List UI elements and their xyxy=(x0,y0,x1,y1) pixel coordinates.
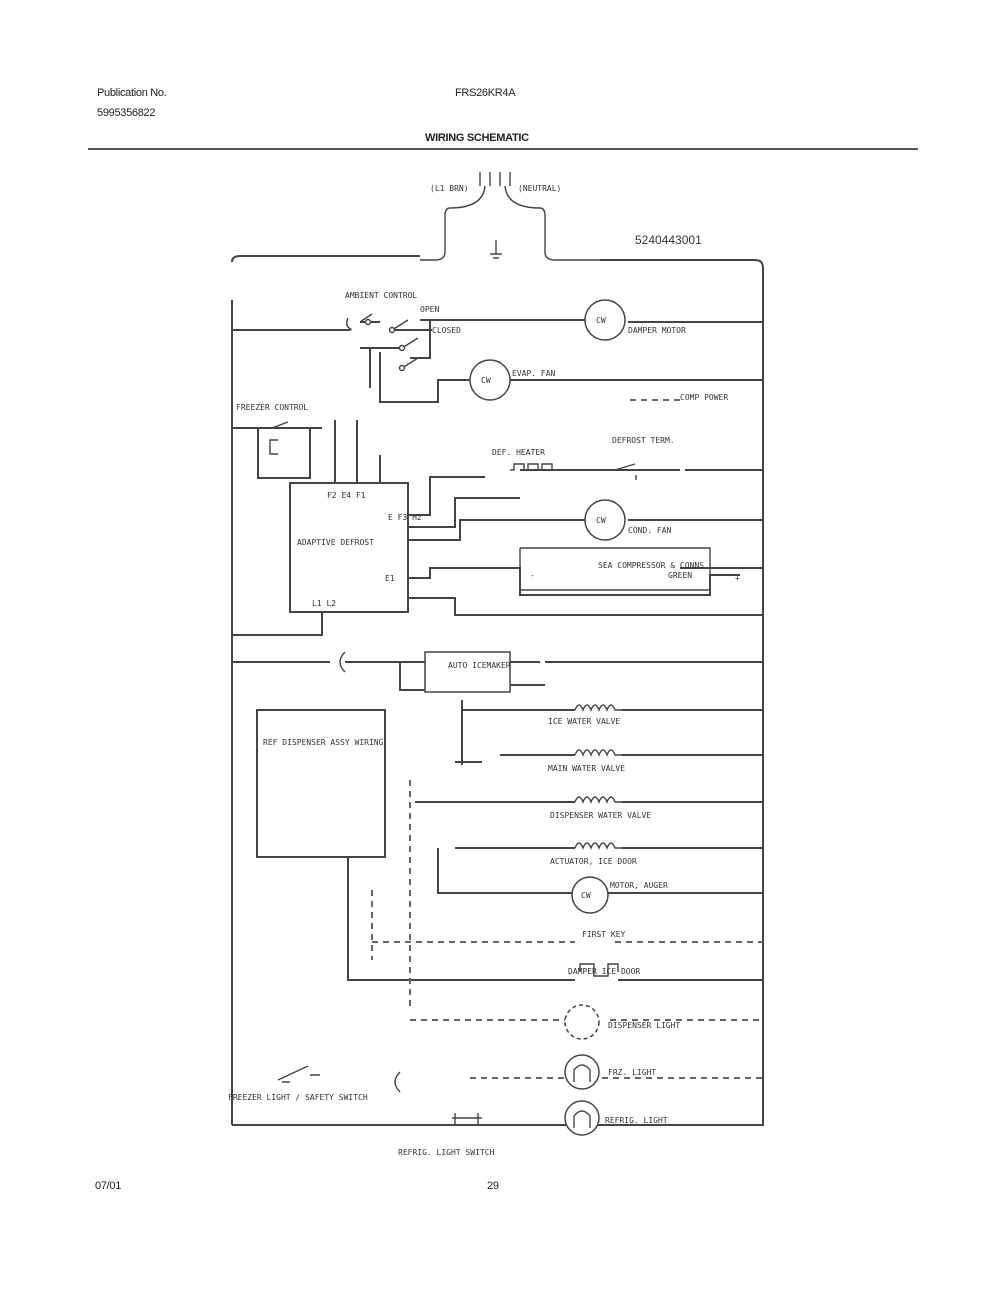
freezer-switch-icon xyxy=(277,1065,320,1083)
lights xyxy=(564,1004,600,1136)
evap-fan-label: EVAP. FAN xyxy=(512,369,556,378)
footer-date: 07/01 xyxy=(95,1180,122,1192)
icemaker-connector-icon xyxy=(339,651,346,673)
cond-fan-label: COND. FAN xyxy=(628,526,672,535)
neutral-label: (NEUTRAL) xyxy=(518,184,561,193)
motor-auger-label: MOTOR, AUGER xyxy=(610,881,668,890)
first-key-label: FIRST KEY xyxy=(582,930,626,939)
closed-label: CLOSED xyxy=(432,326,461,335)
power-plug xyxy=(420,172,600,261)
actuator-ice-door-label: ACTUATOR, ICE DOOR xyxy=(550,857,637,866)
defrost-pins-bottom: L1 L2 xyxy=(312,599,336,608)
evap-fan-icon xyxy=(469,359,511,401)
ice-water-valve-label: ICE WATER VALVE xyxy=(548,717,620,726)
def-heater-icon xyxy=(510,463,558,471)
compressor-minus: - xyxy=(530,571,535,580)
adaptive-defrost-label: ADAPTIVE DEFROST xyxy=(297,538,374,547)
ambient-control-label: AMBIENT CONTROL xyxy=(345,291,417,300)
main-wiring xyxy=(231,255,764,1126)
publication-label: Publication No. xyxy=(97,87,167,99)
damper-motor-label: DAMPER MOTOR xyxy=(628,326,686,335)
defrost-term-label: DEFROST TERM. xyxy=(612,436,675,445)
dispenser-assy-label: REF DISPENSER ASSY WIRING xyxy=(263,738,384,747)
dispenser-light-label: DISPENSER LIGHT xyxy=(608,1021,680,1030)
auto-icemaker-box xyxy=(424,651,511,693)
freezer-control-label: FREEZER CONTROL xyxy=(236,403,308,412)
dashed-wiring xyxy=(371,399,763,1079)
compressor-green: GREEN xyxy=(668,571,692,580)
refrig-light-label: REFRIG. LIGHT xyxy=(605,1116,668,1125)
defrost-term-icon xyxy=(614,463,637,480)
compressor-label: SEA COMPRESSOR & CONNS xyxy=(598,561,704,570)
ambient-control-switch xyxy=(345,313,419,372)
auger-motor-icon xyxy=(571,876,609,914)
auger-motor-code: CW xyxy=(581,891,591,900)
def-heater-label: DEF. HEATER xyxy=(492,448,545,457)
defrost-pins-side: E F3 H2 xyxy=(388,513,422,522)
dispenser-water-valve-label: DISPENSER WATER VALVE xyxy=(550,811,651,820)
main-water-valve-label: MAIN WATER VALVE xyxy=(548,764,625,773)
part-number: 5240443001 xyxy=(635,233,702,247)
cond-fan-icon xyxy=(584,499,626,541)
auto-icemaker-label: AUTO ICEMAKER xyxy=(448,661,511,670)
damper-ice-door-icon xyxy=(579,963,619,977)
damper-ice-door-label: DAMPER ICE DOOR xyxy=(568,967,640,976)
model-number: FRS26KR4A xyxy=(455,87,516,99)
freezer-connector-icon xyxy=(394,1071,401,1093)
line-label: (L1 BRN) xyxy=(430,184,469,193)
cond-fan-code: CW xyxy=(596,516,606,525)
damper-motor-icon xyxy=(584,299,626,341)
evap-fan-code: CW xyxy=(481,376,491,385)
publication-number: 5995356822 xyxy=(97,107,156,119)
refrig-switch-label: REFRIG. LIGHT SWITCH xyxy=(398,1148,495,1157)
defrost-pin-e1: E1 xyxy=(385,574,395,583)
freezer-switch-label: FREEZER LIGHT / SAFETY SWITCH xyxy=(228,1093,368,1102)
open-label: OPEN xyxy=(420,305,439,314)
comp-power-label: COMP POWER xyxy=(680,393,728,402)
section-title: WIRING SCHEMATIC xyxy=(425,132,529,144)
frz-light-label: FRZ. LIGHT xyxy=(608,1068,656,1077)
damper-motor-code: CW xyxy=(596,316,606,325)
valve-coils xyxy=(574,704,622,850)
refrig-switch-icon xyxy=(452,1113,482,1125)
compressor-plus: + xyxy=(735,574,740,583)
freezer-control-switch xyxy=(262,421,289,455)
header-rule xyxy=(88,148,918,150)
defrost-pins-top: F2 E4 F1 xyxy=(327,491,366,500)
compressor-box xyxy=(519,547,711,591)
page-number: 29 xyxy=(487,1180,499,1192)
